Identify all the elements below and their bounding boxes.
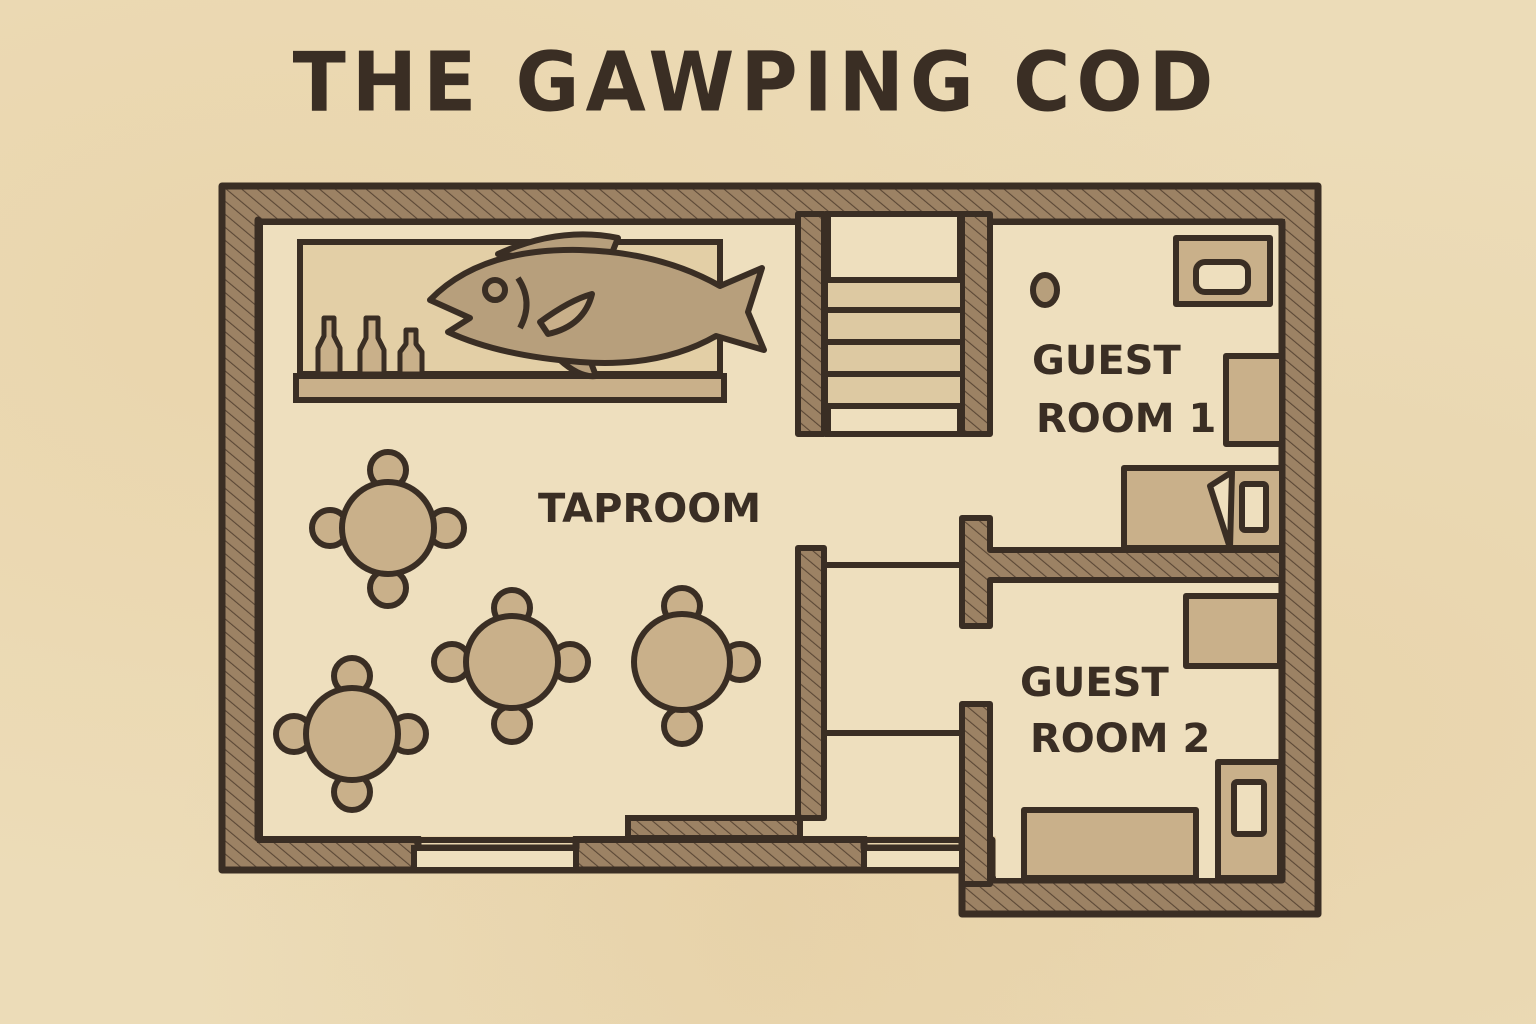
- bed-icon: [1021, 807, 1199, 881]
- taproom-label: TAPROOM: [538, 486, 761, 532]
- interior-walls: [795, 211, 1285, 887]
- bottle-icon: [357, 315, 387, 377]
- fish-icon: [427, 231, 767, 380]
- stool-icon: [1030, 272, 1060, 308]
- chest-icon: [1183, 593, 1283, 669]
- guest-room-2-label-line1: GUEST: [1020, 660, 1169, 706]
- guest-room-2-furniture: [1021, 593, 1283, 881]
- table-2[interactable]: [431, 587, 591, 745]
- taproom-tables: [273, 449, 761, 813]
- guest-room-1-furniture: [1030, 235, 1285, 551]
- bottle-icon: [397, 327, 425, 377]
- guest-room-1-label-line2: ROOM 1: [1036, 396, 1216, 442]
- front-door[interactable]: [411, 845, 579, 873]
- map-title: THE GAWPING COD: [292, 35, 1220, 131]
- stairs[interactable]: [825, 211, 963, 437]
- guest-room-1-label-line1: GUEST: [1032, 338, 1181, 384]
- guest-room-2-label-line2: ROOM 2: [1030, 716, 1210, 762]
- table-3[interactable]: [631, 585, 761, 747]
- bottle-icon: [315, 315, 343, 377]
- table-4[interactable]: [273, 655, 429, 813]
- wardrobe-icon: [1223, 353, 1285, 447]
- hall-doors: [824, 562, 962, 736]
- bottles: [315, 315, 425, 377]
- side-door[interactable]: [861, 845, 965, 873]
- table-1[interactable]: [309, 449, 467, 609]
- bar-step: [625, 815, 803, 841]
- bottom-doorways: [411, 845, 965, 873]
